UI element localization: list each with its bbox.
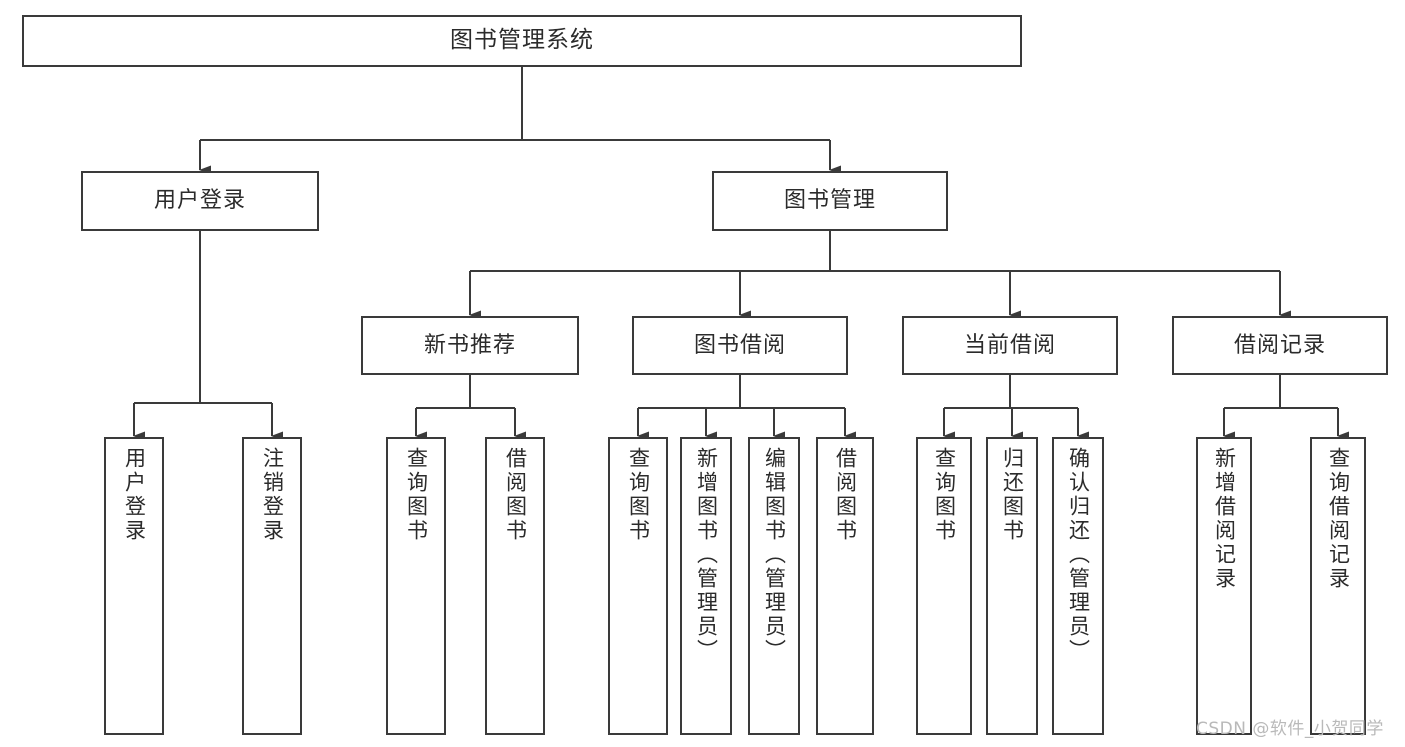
node-label-l3d: 借阅记录 bbox=[1233, 332, 1326, 358]
node-label-l3b: 图书借阅 bbox=[693, 332, 786, 358]
node-label-lf1: 用户登录 bbox=[122, 447, 147, 543]
node-label-lf10: 归还图书 bbox=[1000, 447, 1025, 543]
node-label-lf2: 注销登录 bbox=[260, 447, 285, 543]
node-box-lf8[interactable]: 借阅图书 bbox=[816, 437, 874, 735]
node-label-root: 图书管理系统 bbox=[450, 27, 594, 54]
node-box-lf12[interactable]: 新增借阅记录 bbox=[1196, 437, 1252, 735]
node-label-l2b: 图书管理 bbox=[783, 188, 876, 214]
node-label-lf7: 编辑图书（管理员） bbox=[762, 447, 787, 663]
node-box-lf3[interactable]: 查询图书 bbox=[386, 437, 446, 735]
node-label-lf4: 借阅图书 bbox=[503, 447, 528, 543]
node-box-lf11[interactable]: 确认归还（管理员） bbox=[1052, 437, 1104, 735]
node-box-lf5[interactable]: 查询图书 bbox=[608, 437, 668, 735]
node-label-lf6: 新增图书（管理员） bbox=[694, 447, 719, 663]
node-label-l3a: 新书推荐 bbox=[423, 332, 516, 358]
node-box-lf1[interactable]: 用户登录 bbox=[104, 437, 164, 735]
node-label-lf8: 借阅图书 bbox=[833, 447, 858, 543]
node-box-lf4[interactable]: 借阅图书 bbox=[485, 437, 545, 735]
node-box-l2a[interactable]: 用户登录 bbox=[81, 171, 319, 231]
node-label-lf3: 查询图书 bbox=[404, 447, 429, 543]
node-box-lf9[interactable]: 查询图书 bbox=[916, 437, 972, 735]
node-box-lf2[interactable]: 注销登录 bbox=[242, 437, 302, 735]
node-box-lf13[interactable]: 查询借阅记录 bbox=[1310, 437, 1366, 735]
node-box-lf7[interactable]: 编辑图书（管理员） bbox=[748, 437, 800, 735]
node-box-lf10[interactable]: 归还图书 bbox=[986, 437, 1038, 735]
node-box-l3d[interactable]: 借阅记录 bbox=[1172, 316, 1388, 375]
node-label-l3c: 当前借阅 bbox=[963, 332, 1056, 358]
node-label-lf9: 查询图书 bbox=[932, 447, 957, 543]
node-label-lf12: 新增借阅记录 bbox=[1212, 447, 1237, 591]
node-box-l2b[interactable]: 图书管理 bbox=[712, 171, 948, 231]
node-box-l3a[interactable]: 新书推荐 bbox=[361, 316, 579, 375]
node-box-l3b[interactable]: 图书借阅 bbox=[632, 316, 848, 375]
node-box-lf6[interactable]: 新增图书（管理员） bbox=[680, 437, 732, 735]
edges-group bbox=[132, 67, 1349, 441]
node-box-l3c[interactable]: 当前借阅 bbox=[902, 316, 1118, 375]
node-label-lf11: 确认归还（管理员） bbox=[1066, 447, 1091, 663]
node-label-l2a: 用户登录 bbox=[153, 188, 246, 214]
node-box-root[interactable]: 图书管理系统 bbox=[22, 15, 1022, 67]
node-label-lf13: 查询借阅记录 bbox=[1326, 447, 1351, 591]
node-label-lf5: 查询图书 bbox=[626, 447, 651, 543]
csdn-watermark: CSDN @软件_小贺同学 bbox=[1196, 719, 1384, 739]
